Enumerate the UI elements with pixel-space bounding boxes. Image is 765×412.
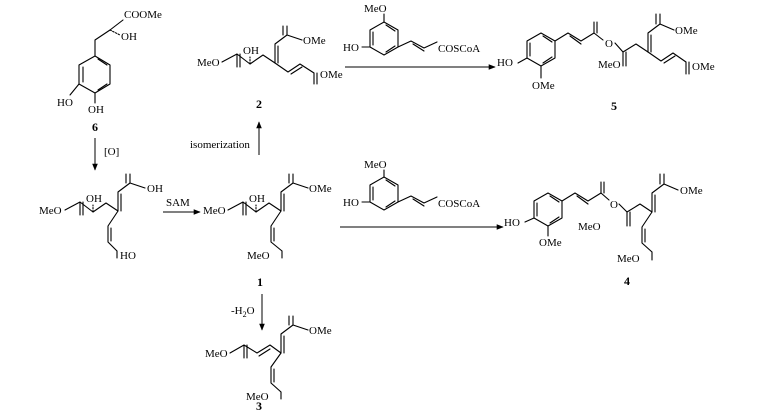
compound-6: COOMe OH HO OH 6 <box>57 9 162 134</box>
compound-1-bonds <box>227 173 309 259</box>
compound-5-bonds <box>517 13 690 79</box>
compound-4-bonds <box>524 173 679 261</box>
compound-4-label: 4 <box>624 274 630 288</box>
reagent-top-meo: MeO <box>364 3 387 15</box>
compound-3: MeO OMe MeO 3 <box>205 315 332 412</box>
c6-oh: OH <box>121 31 137 43</box>
compound-diacid-bonds <box>64 173 146 259</box>
cond-dehydration-pre: -H <box>231 305 243 317</box>
c4-meo: MeO <box>578 221 601 233</box>
reagent-mid-coscoa: COSCoA <box>438 198 480 210</box>
reagent-mid-meo: MeO <box>364 159 387 171</box>
c3-meo: MeO <box>205 348 228 360</box>
compound-3-bonds <box>229 315 309 400</box>
reagent-mid: MeO HO COSCoA <box>343 159 480 211</box>
c2-ome1: OMe <box>303 35 326 47</box>
c1-meo2: MeO <box>247 250 270 262</box>
compound-1: OH MeO OMe MeO 1 <box>203 173 332 289</box>
c3-meo2: MeO <box>246 391 269 403</box>
compound-6-bonds <box>69 19 124 104</box>
compound-6-label: 6 <box>92 120 98 134</box>
c5-ome2: OMe <box>692 61 715 73</box>
c2-meo: MeO <box>197 57 220 69</box>
diacid-meo: MeO <box>39 205 62 217</box>
diacid-ho: HO <box>120 250 136 262</box>
c4-ome: OMe <box>680 185 703 197</box>
c2-ome2: OMe <box>320 69 343 81</box>
c6-oh2: OH <box>88 104 104 116</box>
diacid-oh: OH <box>86 193 102 205</box>
compound-4: HO OMe O MeO OMe MeO 4 <box>504 173 703 288</box>
c5-ho: HO <box>497 57 513 69</box>
compound-2-bonds <box>221 25 318 85</box>
cond-isomerization: isomerization <box>190 139 250 151</box>
compound-1-label: 1 <box>257 275 263 289</box>
cond-oxidation: [O] <box>104 146 119 158</box>
c4-ome-ring: OMe <box>539 237 562 249</box>
diacid-oh2: OH <box>147 183 163 195</box>
c4-meo2: MeO <box>617 253 640 265</box>
cond-dehydration: -H2O <box>231 305 255 319</box>
c1-meo: MeO <box>203 205 226 217</box>
c4-ho: HO <box>504 217 520 229</box>
c5-o-ester: O <box>605 38 613 50</box>
reagent-top-bonds <box>361 13 438 56</box>
cond-dehydration-post: O <box>247 305 255 317</box>
c5-ome1: OMe <box>675 25 698 37</box>
reagent-mid-ho: HO <box>343 197 359 209</box>
compound-5: HO OMe O MeO OMe OMe 5 <box>497 13 715 113</box>
c1-oh: OH <box>249 193 265 205</box>
compound-2-label: 2 <box>256 97 262 111</box>
reagent-mid-bonds <box>361 169 438 211</box>
c2-oh: OH <box>243 45 259 57</box>
reagent-top: MeO HO COSCoA <box>343 3 480 56</box>
compound-diacid: OH MeO OH HO <box>39 173 163 262</box>
compound-3-label: 3 <box>256 399 262 412</box>
cond-sam: SAM <box>166 197 190 209</box>
c5-meo: MeO <box>598 59 621 71</box>
reagent-top-coscoa: COSCoA <box>438 43 480 55</box>
c4-o-ester: O <box>610 199 618 211</box>
c6-ester: COOMe <box>124 9 162 21</box>
c3-ome: OMe <box>309 325 332 337</box>
cond-dehydration-sub: 2 <box>243 310 247 319</box>
reagent-top-ho: HO <box>343 42 359 54</box>
c1-ome: OMe <box>309 183 332 195</box>
compound-2: OH MeO OMe OMe 2 <box>197 25 343 111</box>
c6-ho: HO <box>57 97 73 109</box>
c5-ome-ring: OMe <box>532 80 555 92</box>
compound-5-label: 5 <box>611 99 617 113</box>
